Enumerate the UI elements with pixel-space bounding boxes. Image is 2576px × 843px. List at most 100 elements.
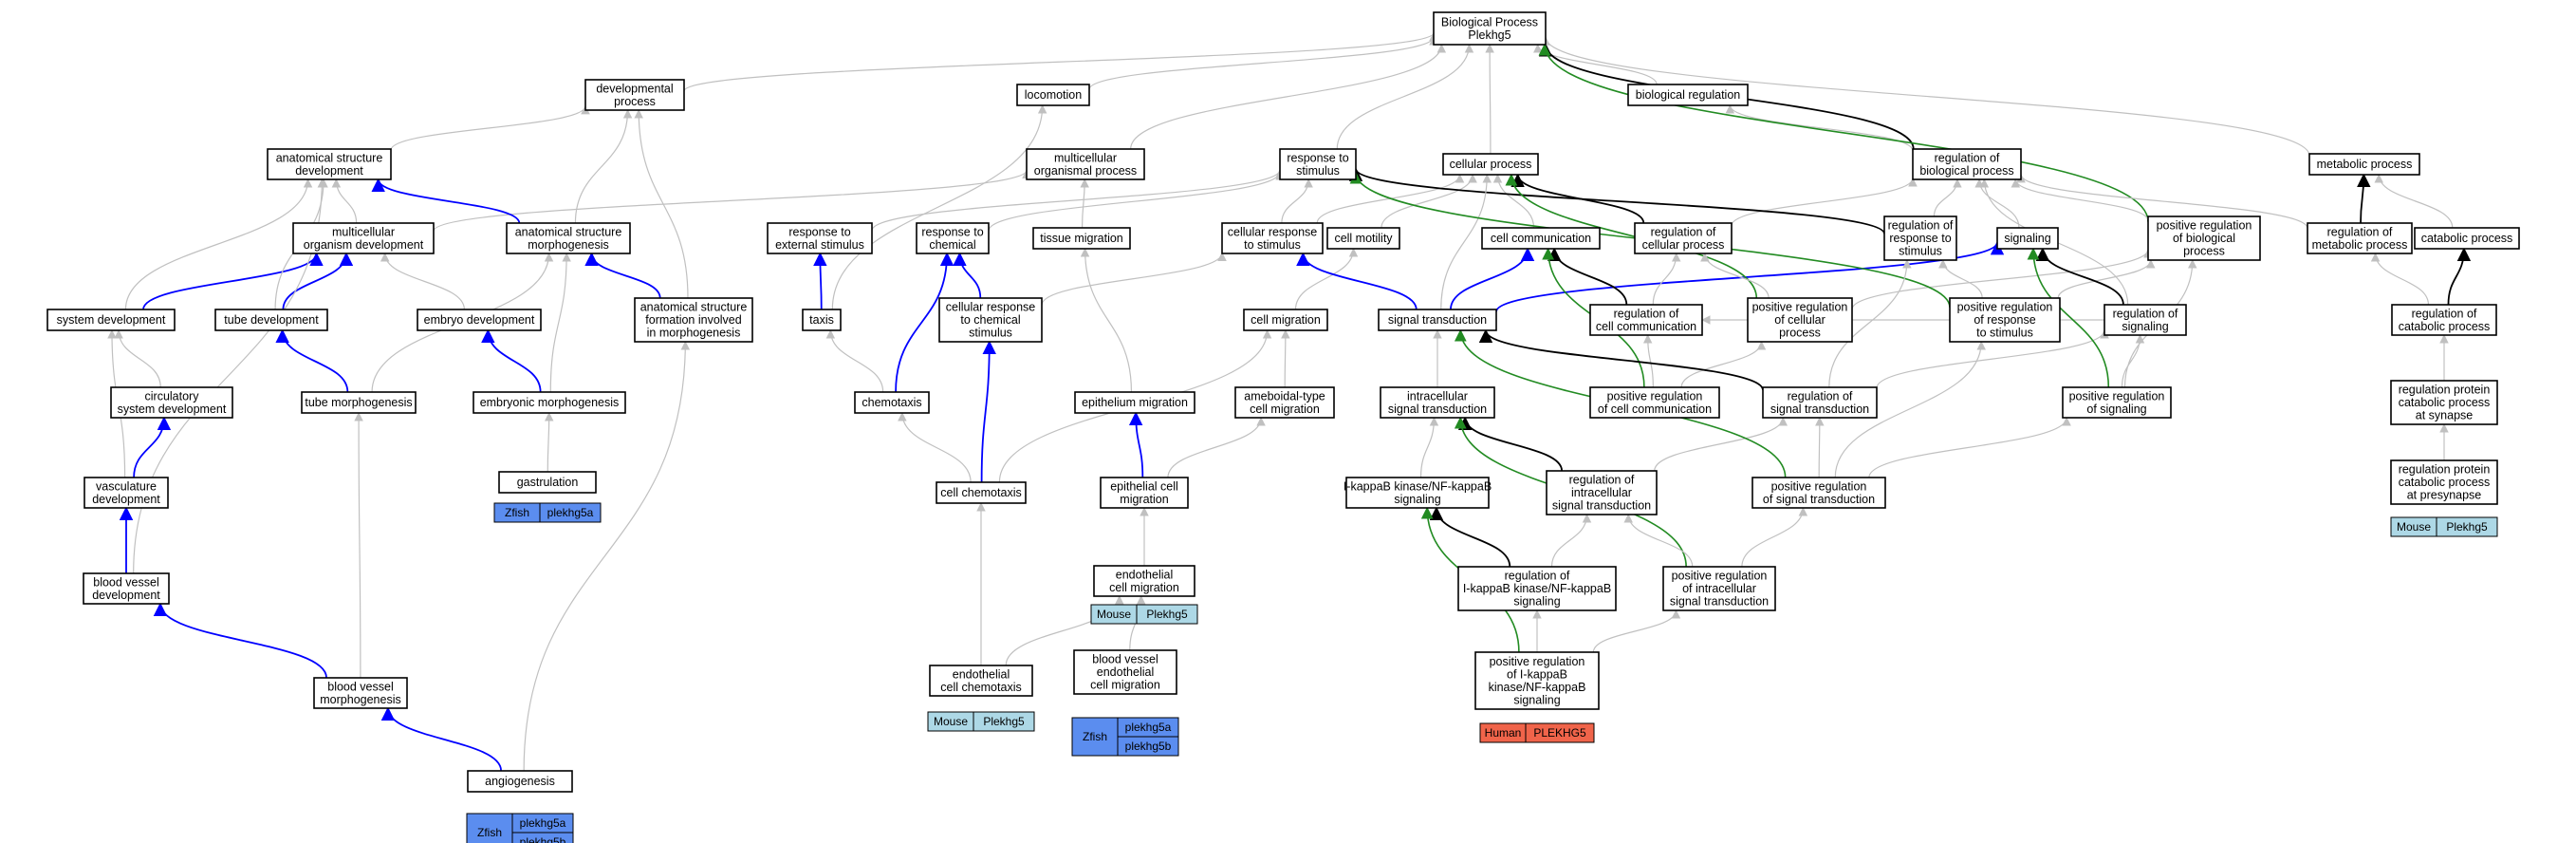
node-label: stimulus bbox=[1296, 164, 1340, 178]
gene-label: PLEKHG5 bbox=[1533, 726, 1586, 740]
node-box bbox=[1912, 148, 2022, 180]
node-locomotion[interactable]: locomotion bbox=[1016, 84, 1090, 106]
node-label: tube morphogenesis bbox=[305, 396, 412, 409]
node-signaling[interactable]: signaling bbox=[1996, 227, 2059, 250]
node-box bbox=[83, 572, 170, 605]
node-chemotaxis[interactable]: chemotaxis bbox=[854, 391, 930, 414]
gene-cell bbox=[973, 711, 1035, 732]
edge-posregintra-to-posregsigtrans bbox=[1741, 507, 1808, 568]
node-label: system development bbox=[57, 313, 166, 327]
node-cellchemo[interactable]: cell chemotaxis bbox=[936, 481, 1027, 504]
node-cellproc[interactable]: cellular process bbox=[1442, 153, 1539, 176]
node-label: anatomical structure bbox=[640, 301, 748, 314]
node-epimig[interactable]: epithelium migration bbox=[1074, 391, 1195, 414]
node-label: regulation of bbox=[1788, 389, 1853, 403]
node-tissmig[interactable]: tissue migration bbox=[1032, 227, 1131, 250]
node-label: signaling bbox=[2122, 320, 2168, 333]
edge-respstim-to-bp bbox=[1336, 44, 1474, 150]
edge-bvmorph-to-tubemorph bbox=[354, 412, 363, 679]
edge-gastrulation-to-embmorph bbox=[544, 412, 554, 473]
node-box bbox=[498, 471, 597, 494]
node-box bbox=[2307, 222, 2413, 254]
node-label: regulation protein bbox=[2399, 384, 2491, 397]
edge-posregikb-to-posregintra bbox=[1592, 609, 1681, 653]
node-tubemorph[interactable]: tube morphogenesis bbox=[301, 391, 417, 414]
node-box bbox=[301, 391, 417, 414]
node-box bbox=[1345, 477, 1490, 509]
node-catab[interactable]: catabolic process bbox=[2414, 227, 2520, 250]
node-cellmot[interactable]: cell motility bbox=[1326, 227, 1400, 250]
node-gastrulation[interactable]: gastrulation bbox=[498, 471, 597, 494]
edge-asform-to-devproc bbox=[634, 109, 689, 299]
edge-posregsigtrans-to-posregsig bbox=[1868, 417, 2071, 478]
node-angio[interactable]: angiogenesis bbox=[467, 770, 573, 793]
node-box bbox=[267, 148, 392, 180]
edge-cellcomm-to-cellproc bbox=[1492, 174, 1535, 229]
node-label: multicellular bbox=[1054, 151, 1117, 164]
node-regikb[interactable]: regulation ofI-kappaB kinase/NF-kappaBsi… bbox=[1457, 566, 1617, 611]
node-embmorph[interactable]: embryonic morphogenesis bbox=[473, 391, 626, 414]
edge-taxis-to-respext bbox=[813, 252, 827, 310]
node-box bbox=[1380, 386, 1495, 419]
node-label: positive regulation bbox=[1957, 301, 2053, 314]
edge-cellrespchem-to-respchem bbox=[953, 252, 982, 299]
node-embdev[interactable]: embryo development bbox=[417, 309, 542, 331]
node-cellcomm[interactable]: cell communication bbox=[1481, 227, 1601, 250]
node-sigtrans[interactable]: signal transduction bbox=[1378, 309, 1497, 331]
node-taxis[interactable]: taxis bbox=[802, 309, 842, 331]
node-cellmig[interactable]: cell migration bbox=[1243, 309, 1328, 331]
species-label: Zfish bbox=[477, 826, 502, 839]
node-bioreg[interactable]: biological regulation bbox=[1627, 84, 1749, 106]
node-tubedev[interactable]: tube development bbox=[214, 309, 328, 331]
node-sysdev[interactable]: system development bbox=[46, 309, 176, 331]
node-metab[interactable]: metabolic process bbox=[2308, 153, 2420, 176]
node-box bbox=[1883, 215, 1957, 261]
node-label: signal transduction bbox=[1552, 499, 1651, 513]
node-box bbox=[1474, 651, 1600, 710]
